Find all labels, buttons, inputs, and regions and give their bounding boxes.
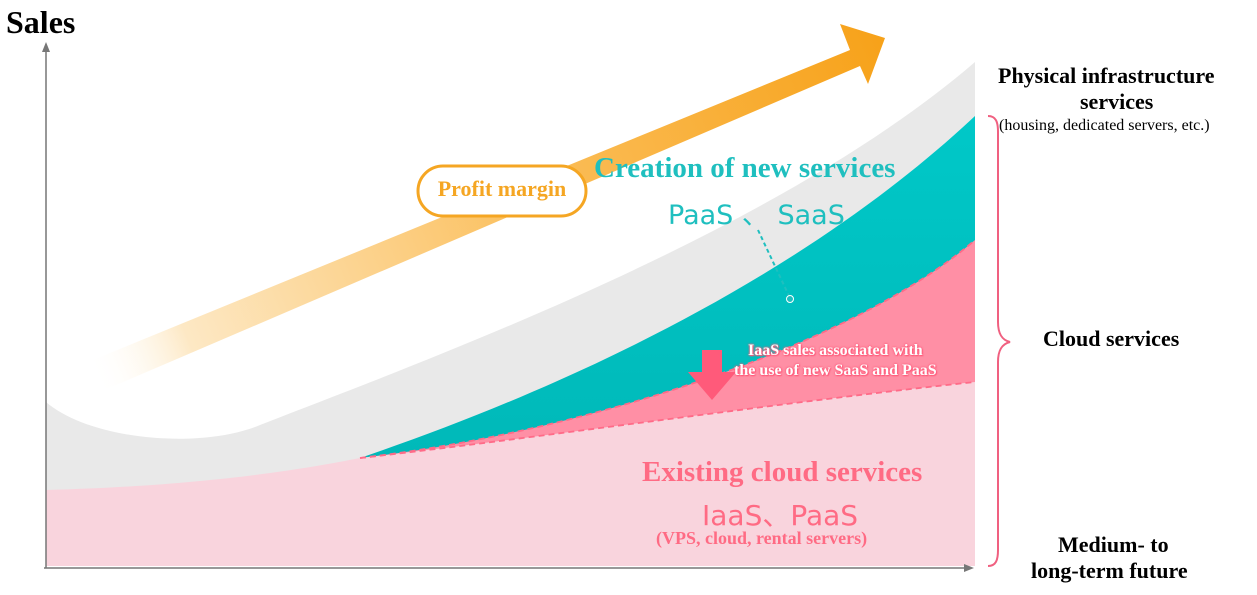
y-axis-arrowhead [42,42,50,52]
profit-margin-box [416,164,588,218]
new-services-pointer [757,229,791,299]
existing-cloud-band [46,382,975,566]
new-services-pointer-dot [786,295,794,303]
cloud-services-label: Cloud services [1043,326,1180,351]
future-label-line2: long-term future [1031,558,1188,583]
new-services-title: Creation of new services [594,152,896,184]
iaas-new-label-line1: IaaS sales associated with [748,342,923,359]
cloud-services-brace [987,115,1011,567]
physical-label-note: (housing, dedicated servers, etc.) [999,117,1210,134]
existing-cloud-subtitle: IaaS、PaaS [702,499,859,532]
existing-cloud-title: Existing cloud services [642,456,923,488]
iaas-new-label-line2: the use of new SaaS and PaaS [734,362,937,379]
future-label-line1: Medium- to [1058,532,1169,557]
physical-label-line2: services [1080,89,1154,114]
profit-margin-label: Profit margin [437,176,567,201]
existing-cloud-note: (VPS, cloud, rental servers) [656,528,868,548]
x-axis-arrowhead [964,564,974,572]
y-axis-label: Sales [6,4,76,40]
iaas-down-arrow [688,350,736,400]
physical-label-line1: Physical infrastructure [998,63,1215,88]
new-services-subtitle: PaaS 、 SaaS [668,200,845,231]
iaas-lower-dashed-line [359,381,976,459]
